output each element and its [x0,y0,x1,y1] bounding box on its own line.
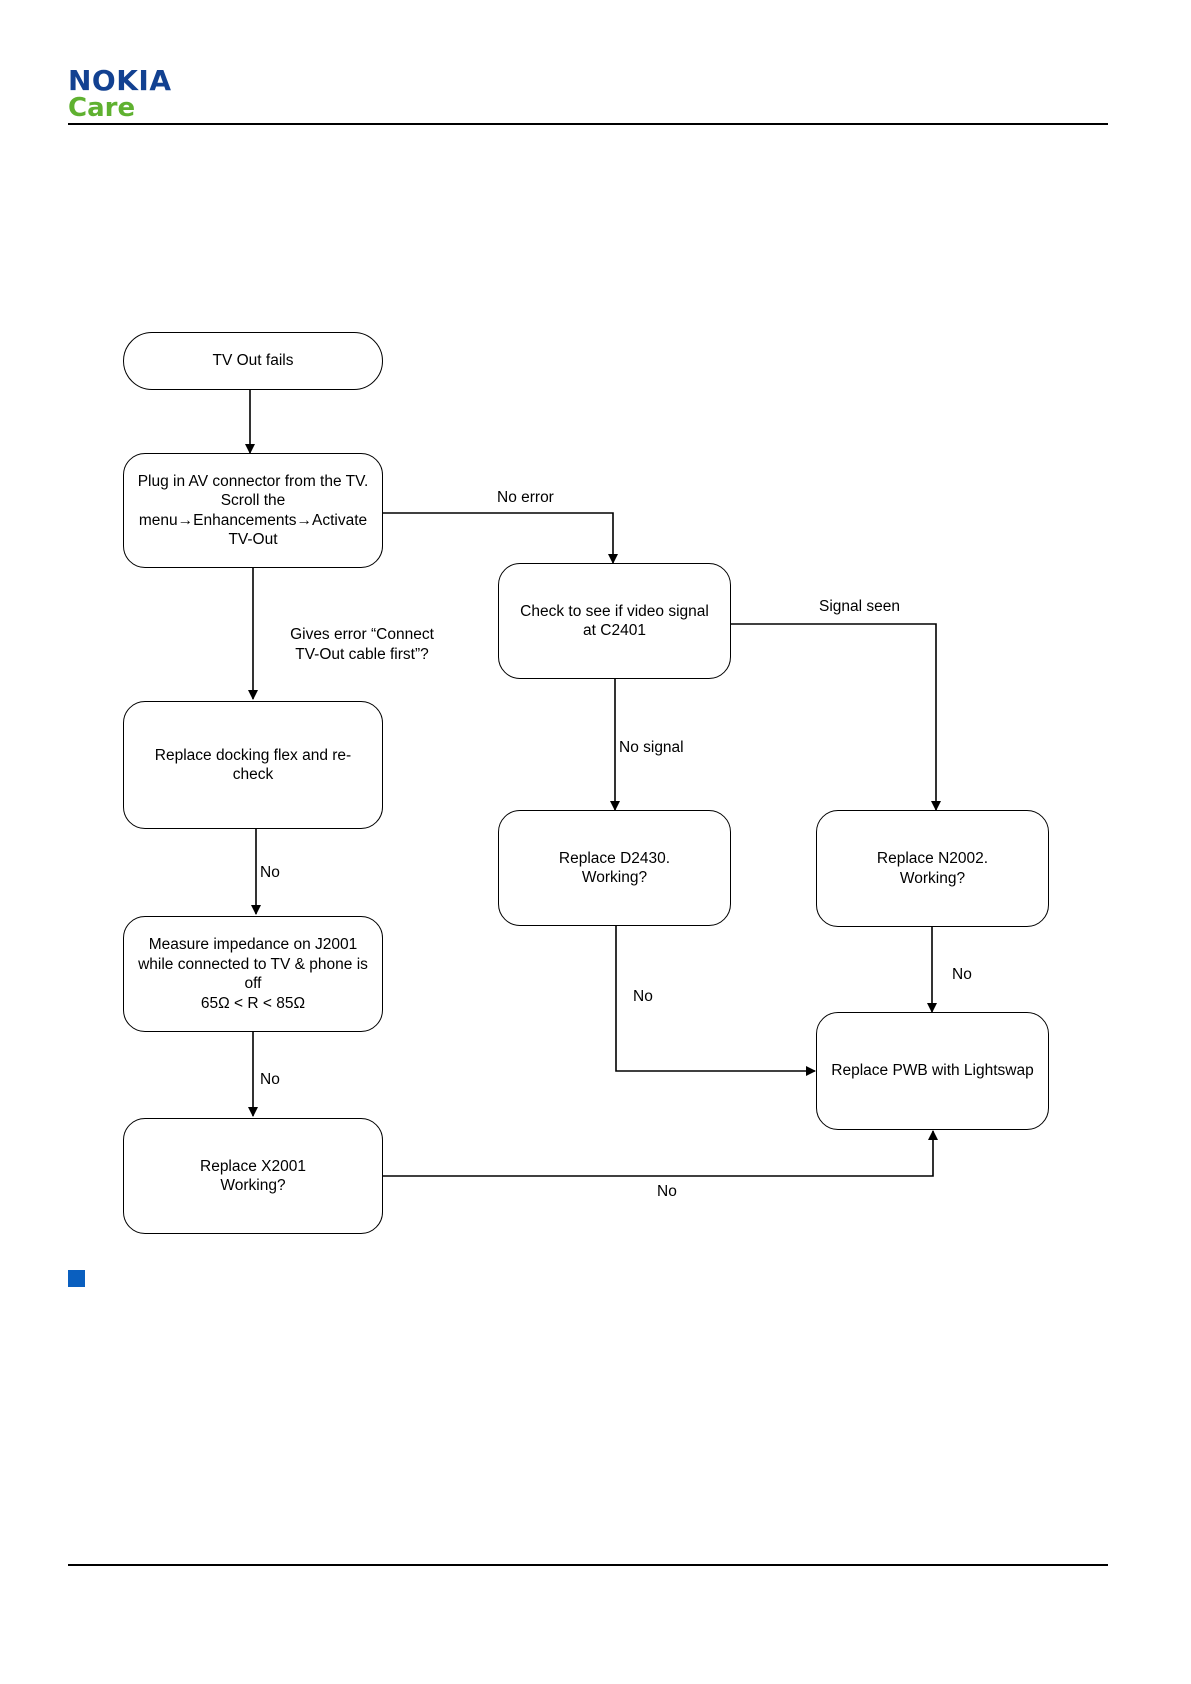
logo-nokia-text: NOKIA [68,64,172,97]
edge-label-no-measure: No [260,1071,280,1088]
node-replace-pwb-text: Replace PWB with Lightswap [831,1062,1034,1080]
arrow-check-to-n2002 [731,623,941,811]
node-check-video-signal: Check to see if video signal at C2401 [498,563,731,679]
node-tv-out-fails-text: TV Out fails [212,352,294,370]
logo-care-text: Care [68,93,136,123]
edge-label-no-x2001: No [657,1183,677,1200]
node-replace-d2430: Replace D2430. Working? [498,810,731,926]
edge-label-no-docking: No [260,864,280,881]
node-replace-x2001: Replace X2001 Working? [123,1118,383,1234]
node-replace-n2002-text: Replace N2002. Working? [876,850,989,887]
node-replace-docking-flex-text: Replace docking flex and re-check [154,746,352,784]
node-replace-pwb: Replace PWB with Lightswap [816,1012,1049,1130]
edge-label-no-error: No error [497,489,554,506]
node-replace-n2002: Replace N2002. Working? [816,810,1049,927]
arrow-plug-to-check-signal [383,512,618,564]
edge-label-signal-seen: Signal seen [819,598,901,615]
header-rule [68,123,1108,125]
arrow-x2001-to-pwb [383,1130,938,1177]
edge-label-gives-error: Gives error “Connect TV-Out cable first”… [290,626,434,663]
node-measure-impedance: Measure impedance on J2001 while connect… [123,916,383,1032]
arrow-d2430-to-pwb [615,926,816,1076]
footer-rule [68,1564,1108,1566]
node-replace-d2430-text: Replace D2430. Working? [558,849,671,887]
nokia-care-logo: NOKIA Care [68,66,208,124]
edge-label-no-n2002: No [952,966,972,983]
node-replace-docking-flex: Replace docking flex and re-check [123,701,383,829]
node-plug-av-connector-text: Plug in AV connector from the TV. Scroll… [137,472,369,549]
edge-label-no-signal: No signal [619,739,684,756]
node-tv-out-fails: TV Out fails [123,332,383,390]
node-replace-x2001-text: Replace X2001 Working? [200,1157,306,1195]
node-measure-impedance-text: Measure impedance on J2001 while connect… [138,936,368,1012]
node-plug-av-connector: Plug in AV connector from the TV. Scroll… [123,453,383,568]
edge-label-no-d2430: No [633,988,653,1005]
node-check-video-signal-text: Check to see if video signal at C2401 [520,602,709,640]
section-marker-square [68,1270,85,1287]
